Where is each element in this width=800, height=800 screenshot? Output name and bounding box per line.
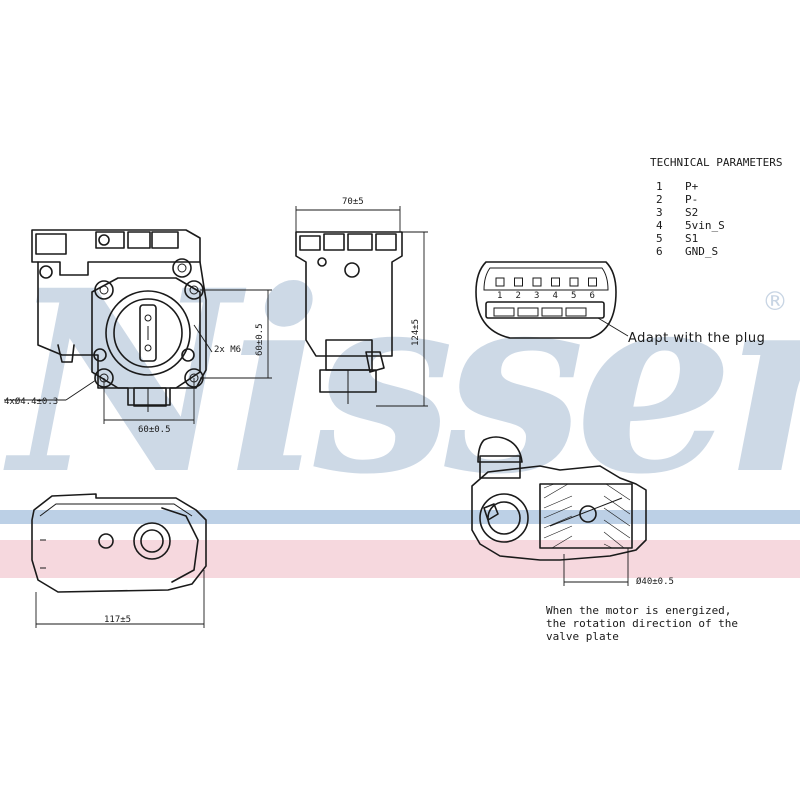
note-line-3: valve plate [546,630,619,643]
front-width-dim: 60±0.5 [138,425,171,435]
pin-signal: P- [685,193,698,206]
section-view: Ø40±0.5 [471,436,674,587]
pin-number: 3 [656,206,663,219]
mount-holes-dim: 4xØ4.4±0.3 [4,396,58,407]
plug-pin [569,277,579,287]
side-height-dim: 124±5 [411,319,421,346]
plug-callout: Adapt with the plug [628,331,765,346]
pin-signal: P+ [685,180,699,193]
plug-pin-number: 6 [590,291,595,301]
top-view: 117±5 [31,493,207,628]
plug-pin-number: 1 [497,291,502,301]
plug-detail: Adapt with the plug [475,261,765,346]
side-width-dim: 70±5 [342,197,364,207]
plug-pin-number: 2 [516,291,521,301]
plug-pin [495,277,505,287]
plug-pin [532,277,542,287]
rotation-note: When the motor is energized, the rotatio… [546,604,738,643]
plug-pin [588,277,597,287]
parameters-title: TECHNICAL PARAMETERS [650,156,782,169]
bore-dim: Ø40±0.5 [636,576,674,587]
pin-number: 4 [656,219,663,232]
brand-watermark: Nissens [3,235,800,529]
plug-pin-labels: 1 2 3 4 5 6 [495,277,597,301]
pink-band [0,540,800,578]
pin-signal: 5vin_S [685,219,725,232]
technical-parameters-table: TECHNICAL PARAMETERS 1 P+ 2 P- 3 S2 4 5vin_S 5 S1… [650,156,782,258]
plug-pin [514,277,523,287]
front-height-dim: 60±0.5 [255,323,265,356]
pin-number: 6 [656,245,663,258]
pin-number: 1 [656,180,663,193]
plug-pin-number: 4 [553,291,558,301]
plug-pin-number: 3 [534,291,539,301]
note-line-1: When the motor is energized, [546,604,731,617]
registered-mark: ® [762,287,788,317]
pin-number: 2 [656,193,663,206]
pin-signal: S2 [685,206,698,219]
pin-signal: GND_S [685,245,718,258]
top-width-dim: 117±5 [104,615,131,625]
pin-signal: S1 [685,232,698,245]
note-line-2: the rotation direction of the [546,617,738,630]
side-view: 70±5 124±5 [295,197,428,407]
plug-pin [551,277,560,287]
thread-dim: 2x M6 [214,345,241,355]
plug-pin-number: 5 [571,291,576,301]
pin-number: 5 [656,232,663,245]
front-view: 60±0.5 2x M6 60±0.5 4xØ4.4±0.3 [4,229,272,435]
